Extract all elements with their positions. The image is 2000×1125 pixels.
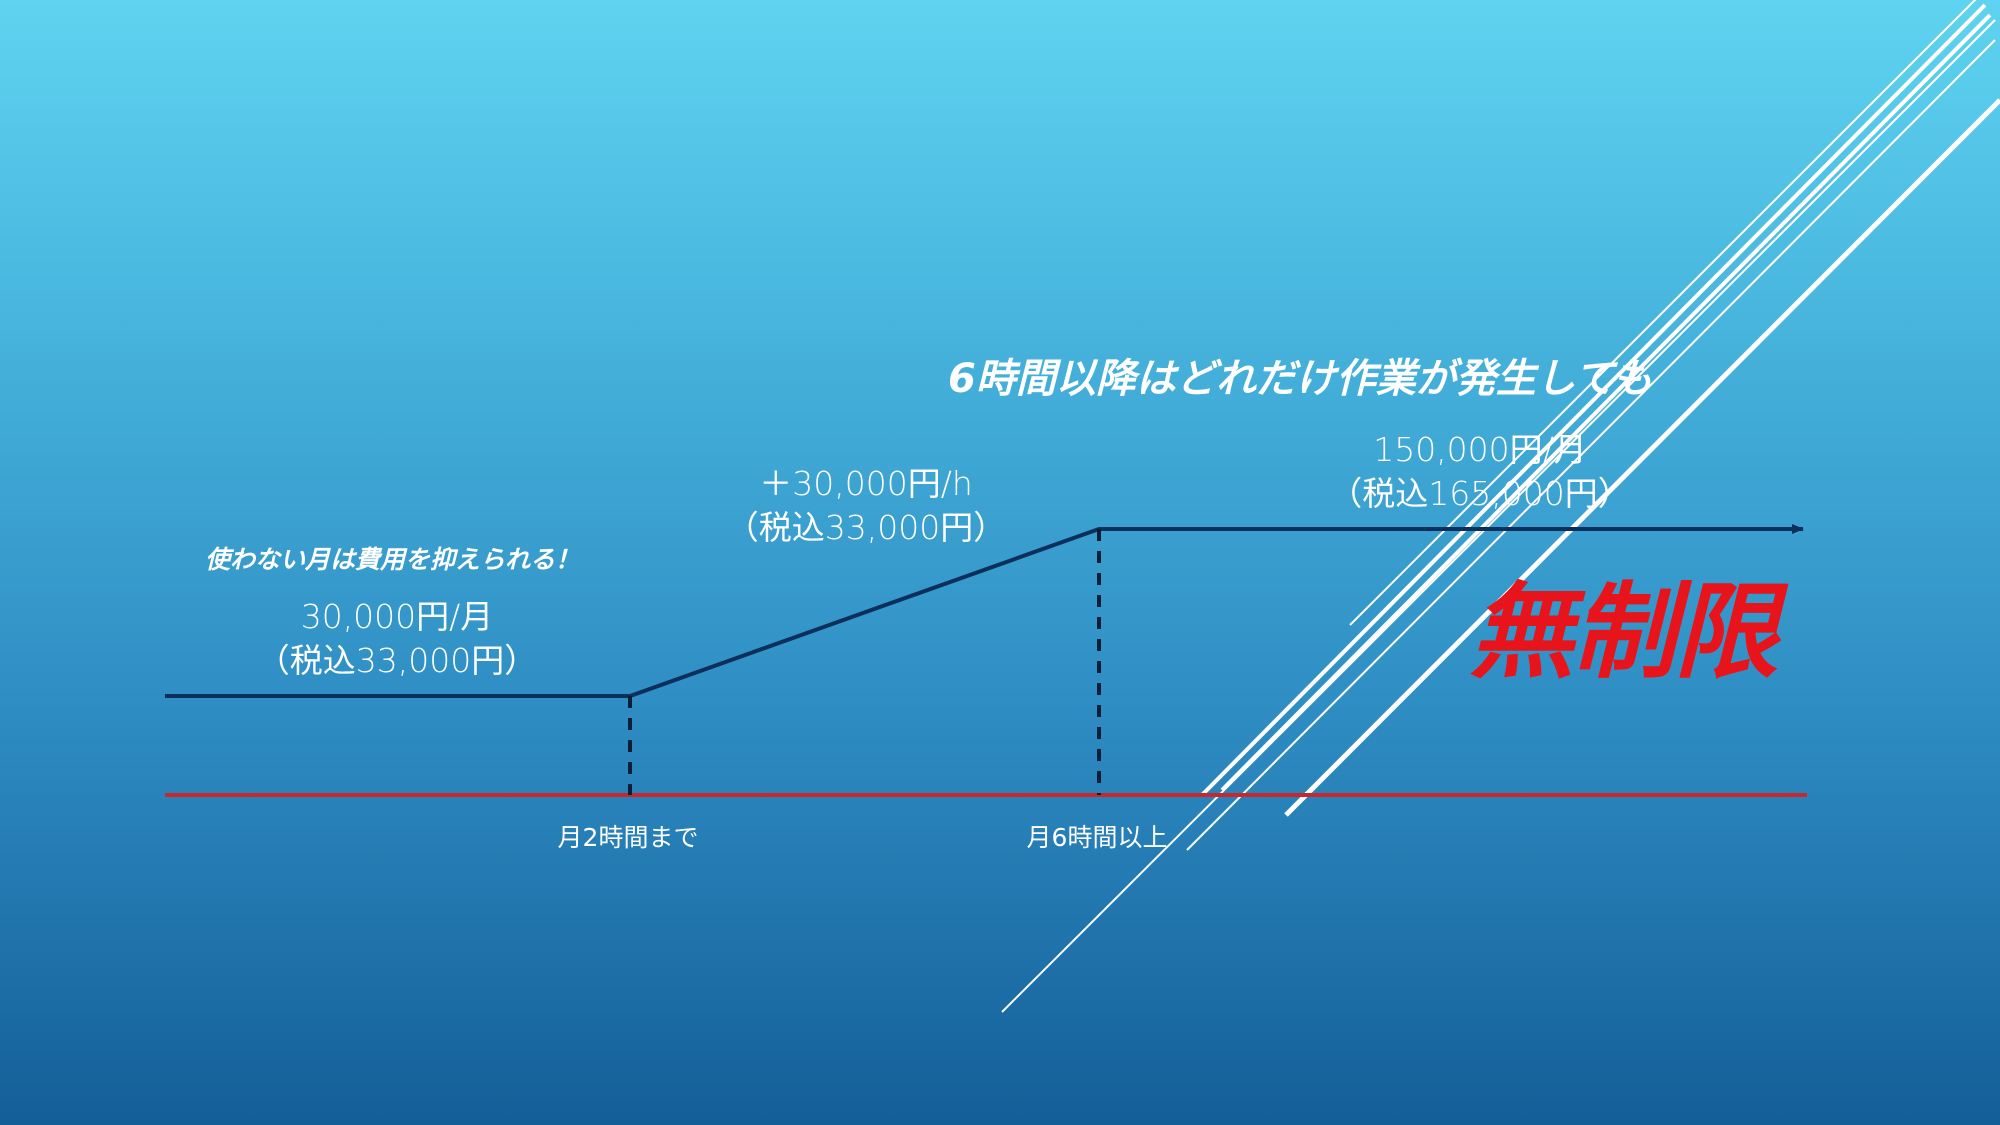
tier-3-price: 150,000円/月 (1373, 430, 1587, 469)
axis-label-2h: 月2時間まで (557, 823, 699, 852)
tier-2-price: ＋30,000円/h (759, 464, 973, 503)
headline: 6時間以降はどれだけ作業が発生しても (948, 356, 1653, 402)
axis-label-6h: 月6時間以上 (1026, 823, 1168, 852)
tier-3-tax-included: （税込165,000円） (1329, 474, 1631, 513)
diagonal-line (1220, 13, 1992, 792)
diagonal-line (1001, 19, 1996, 1013)
diagonal-line (1284, 98, 2000, 817)
tier-1-price: 30,000円/月 (300, 597, 494, 636)
low-usage-note: 使わない月は費用を抑えられる！ (205, 545, 581, 574)
decorative-diagonal-lines (1001, 0, 2000, 1013)
diagonal-line (1200, 3, 1987, 797)
diagonal-line (1186, 39, 1996, 851)
diagonal-line (1349, 0, 1977, 626)
unlimited-label: 無制限 (1470, 571, 1778, 693)
tier-2-tax-included: （税込33,000円） (725, 508, 1007, 547)
tier-1-tax-included: （税込33,000円） (256, 641, 538, 680)
pricing-line (165, 524, 1804, 698)
